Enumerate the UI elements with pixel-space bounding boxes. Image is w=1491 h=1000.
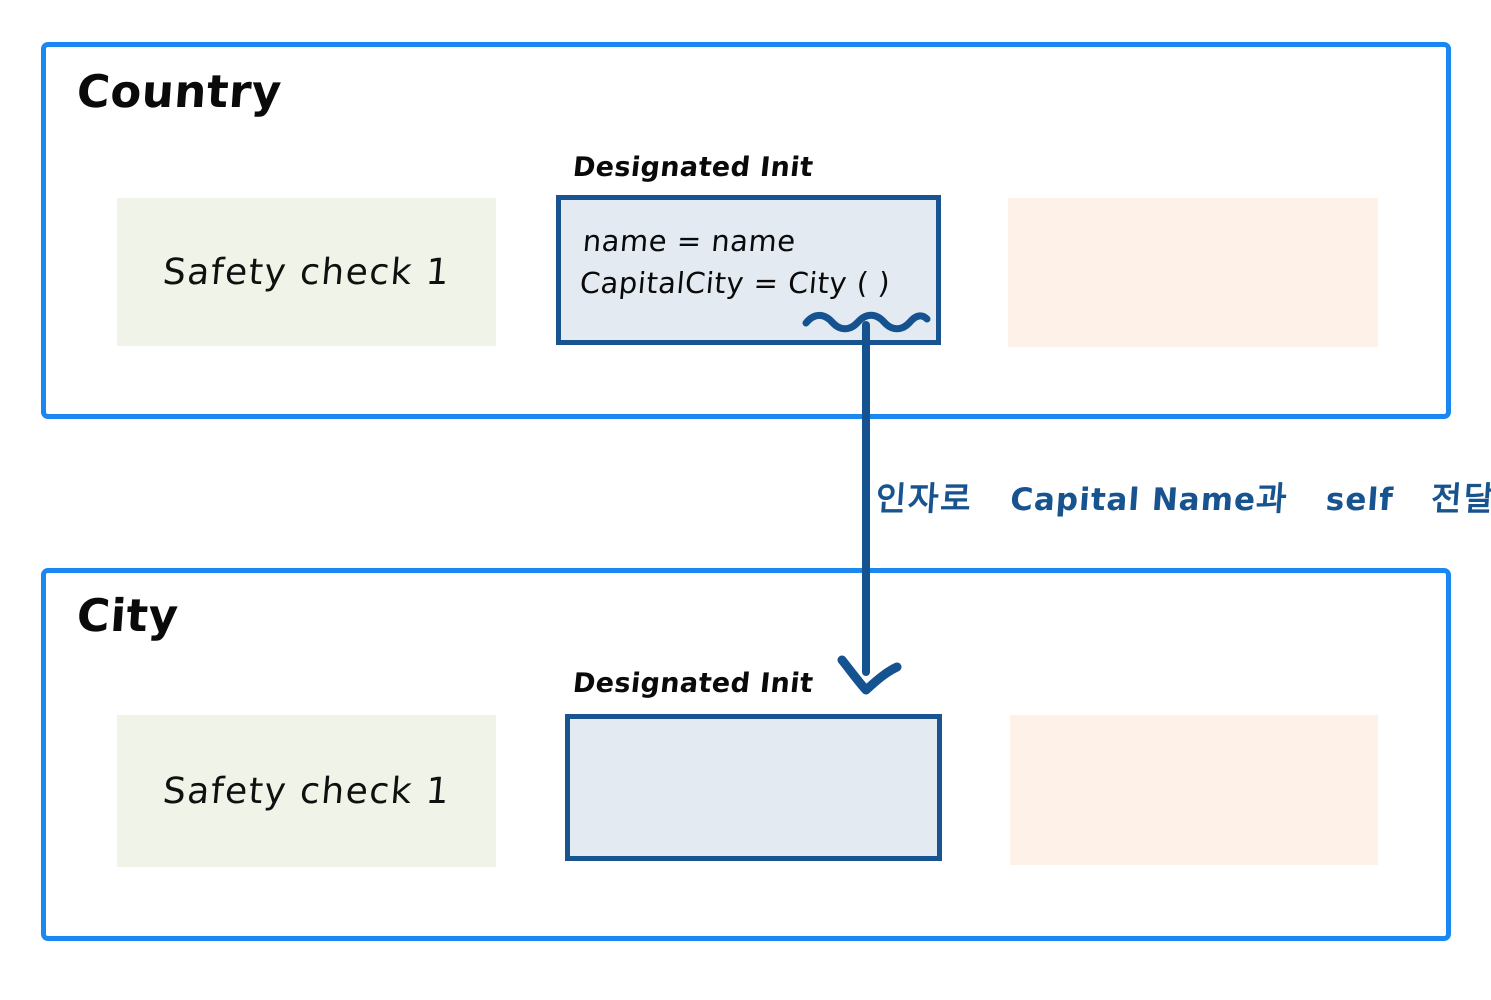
city-safety-check-label: Safety check 1: [161, 770, 452, 812]
city-designated-init-box: [565, 714, 942, 861]
annotation-korean-gwa: 과: [1254, 479, 1290, 518]
country-code-line-name-assign: name = name: [581, 224, 798, 258]
city-class-title: City: [75, 589, 181, 642]
country-placeholder-box: [1008, 198, 1378, 347]
city-safety-check-box: Safety check 1: [117, 715, 496, 867]
country-class-container: Country: [41, 42, 1451, 419]
city-placeholder-box: [1010, 715, 1378, 865]
annotation-capital-name: Capital Name: [1009, 482, 1258, 518]
flow-annotation-label: 인자로 Capital Name과 self 전달: [874, 472, 1491, 520]
city-designated-init-caption: Designated Init: [571, 668, 815, 699]
city-class-container: City: [41, 568, 1451, 941]
country-class-title: Country: [75, 65, 284, 118]
annotation-korean-jeondal: 전달: [1429, 479, 1491, 518]
country-safety-check-box: Safety check 1: [117, 198, 496, 346]
country-code-line-capitalcity-assign: CapitalCity = City ( ): [578, 266, 892, 300]
country-designated-init-caption: Designated Init: [571, 152, 815, 183]
country-safety-check-label: Safety check 1: [161, 251, 452, 293]
annotation-korean-injaro: 인자로: [874, 479, 975, 518]
country-designated-init-box: name = name CapitalCity = City ( ): [556, 195, 941, 345]
annotation-self: self: [1324, 482, 1395, 518]
